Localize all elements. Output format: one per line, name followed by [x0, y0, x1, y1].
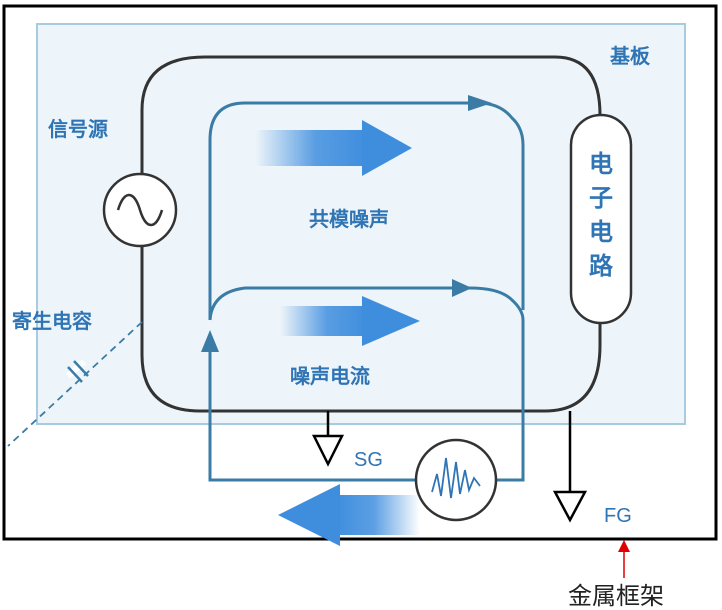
- ground-icon-sg: [311, 411, 345, 467]
- metal-frame-pointer-head: [618, 540, 630, 552]
- ac-source-icon: [102, 172, 178, 248]
- flow-arrow-return: [278, 484, 420, 546]
- label-electronic-circuit-4: 路: [589, 252, 614, 280]
- flow-arrow-common-mode: [255, 120, 412, 176]
- return-path-arrowhead: [201, 330, 219, 352]
- label-parasitic-capacitance: 寄生电容: [12, 309, 92, 333]
- upper-loop-arrowhead: [468, 95, 492, 111]
- upper-noise-loop: [208, 101, 525, 320]
- label-electronic-circuit-1: 电: [589, 150, 613, 178]
- circuit-loop: [140, 55, 602, 413]
- label-metal-frame: 金属框架: [568, 582, 664, 610]
- lower-noise-loop: [208, 286, 525, 482]
- capacitor-icon: [66, 359, 89, 383]
- return-path: [208, 346, 415, 482]
- label-sg: SG: [354, 449, 383, 471]
- noise-source-icon: [414, 438, 498, 522]
- ground-icon-fg: [552, 411, 588, 523]
- label-fg: FG: [604, 505, 632, 527]
- label-noise-current: 噪声电流: [290, 364, 370, 388]
- parasitic-coupling-line: [7, 321, 143, 447]
- label-electronic-circuit-3: 电: [589, 218, 613, 246]
- flow-arrow-noise-current: [280, 296, 420, 346]
- lower-loop-arrowhead: [452, 279, 472, 297]
- label-substrate: 基板: [610, 44, 651, 68]
- electronic-circuit-block: [569, 113, 633, 325]
- label-common-mode-noise: 共模噪声: [309, 207, 389, 231]
- label-electronic-circuit-2: 子: [589, 184, 613, 212]
- label-signal-source: 信号源: [48, 117, 108, 141]
